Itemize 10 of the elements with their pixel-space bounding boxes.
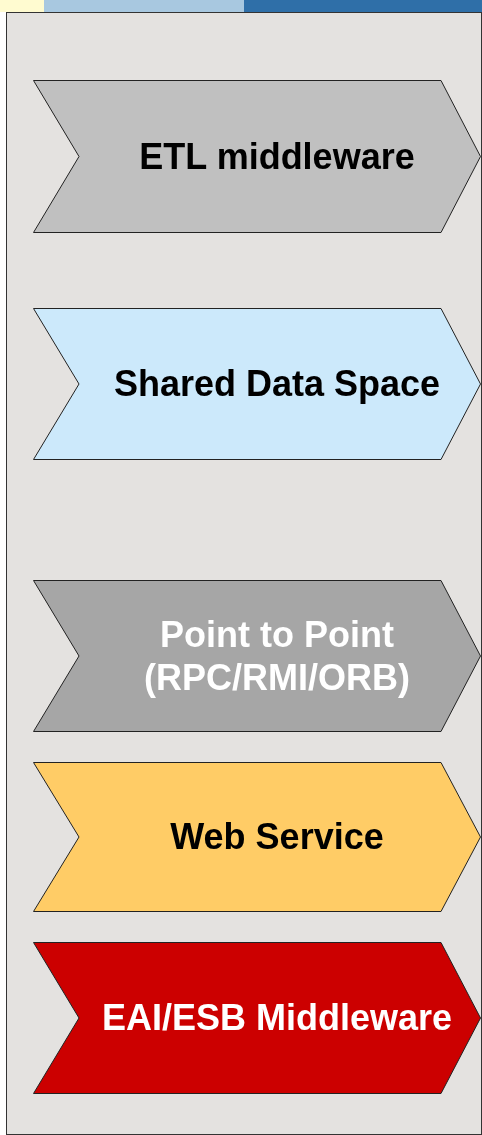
chevron-label: EAI/ESB Middleware: [101, 996, 453, 1040]
chevron-label: Point to Point (RPC/RMI/ORB): [143, 612, 411, 700]
chevron-shape: [33, 580, 481, 732]
chevron-shape: [33, 942, 481, 1094]
chevron-shape: [33, 80, 481, 233]
chevron-shape: [33, 762, 481, 912]
chevron-shape: [33, 308, 481, 460]
chevron-label: Shared Data Space: [113, 362, 441, 406]
chevron-label: ETL middleware: [139, 134, 415, 179]
chevron-label: Web Service: [170, 815, 384, 859]
